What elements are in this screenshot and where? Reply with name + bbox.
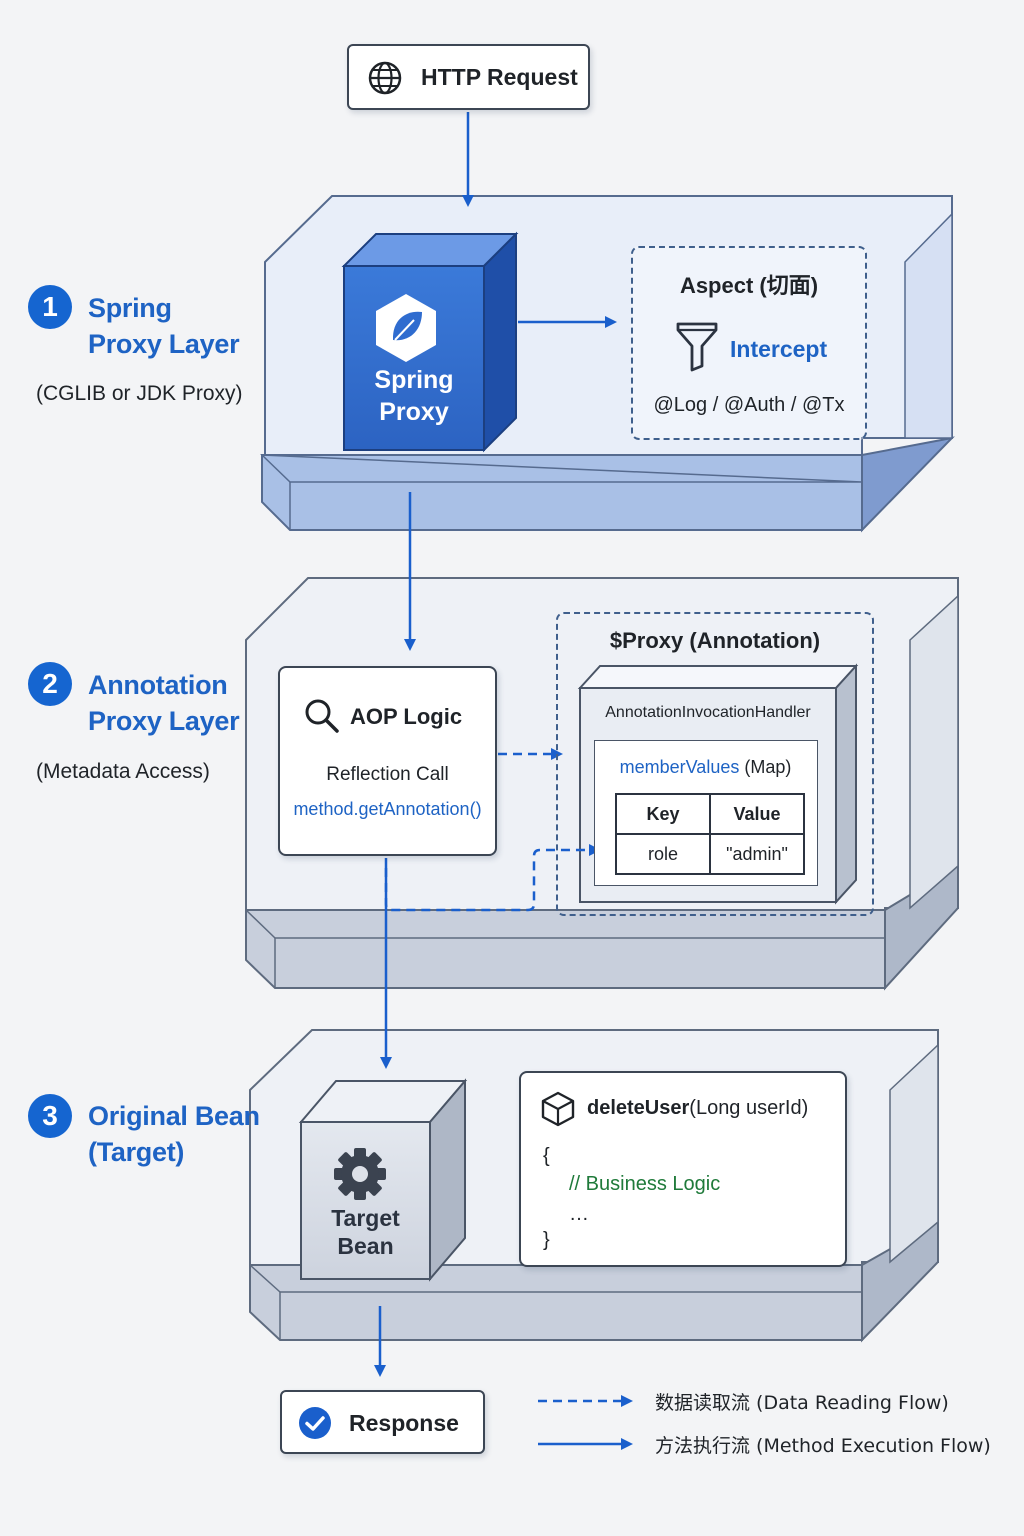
layer-3-badge: 3 bbox=[28, 1094, 72, 1138]
layer-1-subtitle: (CGLIB or JDK Proxy) bbox=[36, 382, 243, 405]
spring-proxy-cube bbox=[341, 231, 519, 453]
response-node: Response bbox=[280, 1390, 485, 1454]
member-values-label: memberValues (Map) bbox=[595, 757, 816, 778]
spring-proxy-label: Spring Proxy bbox=[344, 364, 484, 428]
check-circle-icon bbox=[299, 1407, 331, 1439]
aop-logic-code: method.getAnnotation() bbox=[293, 799, 482, 819]
aop-logic-subtitle: Reflection Call bbox=[326, 764, 449, 785]
funnel-icon bbox=[676, 322, 718, 372]
layer-2-subtitle: (Metadata Access) bbox=[36, 760, 210, 783]
intercept-label: Intercept bbox=[730, 336, 828, 362]
target-bean-line2: Bean bbox=[337, 1233, 394, 1259]
layer-2-title-line2: Proxy Layer bbox=[88, 706, 240, 736]
legend-solid-label: 方法执行流 (Method Execution Flow) bbox=[655, 1435, 991, 1457]
layer-1-badge: 1 bbox=[28, 285, 72, 329]
legend-dashed-label: 数据读取流 (Data Reading Flow) bbox=[655, 1392, 949, 1414]
target-bean-cube bbox=[298, 1078, 468, 1282]
method-signature: deleteUser(Long userId) bbox=[587, 1097, 808, 1120]
http-request-label: HTTP Request bbox=[421, 64, 578, 90]
member-values-box: memberValues (Map) Key Value role "admin… bbox=[594, 740, 818, 886]
code-close-brace: } bbox=[543, 1229, 550, 1251]
target-bean-label: Target Bean bbox=[301, 1204, 430, 1260]
layer-3-title-line2: (Target) bbox=[88, 1137, 185, 1167]
code-comment: // Business Logic bbox=[569, 1173, 721, 1195]
table-header-row: Key Value bbox=[615, 793, 805, 835]
layer-3-title-line1: Original Bean bbox=[88, 1101, 260, 1131]
code-open-brace: { bbox=[543, 1145, 550, 1167]
table-header-value: Value bbox=[709, 793, 805, 835]
aop-logic-title: AOP Logic bbox=[350, 704, 463, 729]
layer-1-title-line1: Spring bbox=[88, 293, 172, 323]
layer-2-title-line1: Annotation bbox=[88, 670, 228, 700]
aop-logic-card: AOP Logic Reflection Call method.getAnno… bbox=[278, 666, 497, 856]
data-reading-flow-arrows bbox=[384, 748, 601, 912]
globe-icon bbox=[368, 61, 402, 95]
response-label: Response bbox=[349, 1410, 459, 1436]
layer-1-title-line2: Proxy Layer bbox=[88, 329, 240, 359]
spring-proxy-line1: Spring bbox=[374, 366, 454, 394]
cube-icon bbox=[541, 1091, 575, 1127]
table-header-key: Key bbox=[615, 793, 711, 835]
member-values-table: Key Value role "admin" bbox=[615, 793, 805, 875]
code-ellipsis: … bbox=[569, 1203, 589, 1225]
aspect-annotations: @Log / @Auth / @Tx bbox=[653, 394, 845, 416]
spring-proxy-line2: Proxy bbox=[379, 398, 449, 426]
target-bean-line1: Target bbox=[331, 1205, 400, 1231]
magnifier-icon bbox=[305, 699, 339, 733]
method-code-card: deleteUser(Long userId) { // Business Lo… bbox=[519, 1071, 847, 1267]
aspect-box: Aspect (切面) Intercept @Log / @Auth / @Tx bbox=[631, 246, 867, 440]
member-values-name: memberValues bbox=[619, 757, 740, 777]
table-row: role "admin" bbox=[615, 833, 805, 875]
layer-2-badge: 2 bbox=[28, 662, 72, 706]
member-values-type: (Map) bbox=[739, 757, 792, 777]
table-cell-key: role bbox=[615, 833, 711, 875]
method-params: (Long userId) bbox=[689, 1097, 809, 1119]
table-cell-value: "admin" bbox=[709, 833, 805, 875]
annotation-handler-label: AnnotationInvocationHandler bbox=[605, 704, 811, 721]
http-request-node: HTTP Request bbox=[347, 44, 590, 110]
spring-leaf-icon bbox=[376, 294, 436, 362]
gear-icon bbox=[334, 1148, 386, 1200]
execution-flow-arrows bbox=[374, 112, 617, 1377]
annotation-proxy-box: $Proxy (Annotation) bbox=[556, 612, 874, 916]
aspect-title: Aspect (切面) bbox=[679, 273, 819, 298]
method-name: deleteUser bbox=[587, 1097, 690, 1119]
legend-lines bbox=[538, 1395, 633, 1450]
annotation-proxy-title: $Proxy (Annotation) bbox=[609, 628, 821, 653]
